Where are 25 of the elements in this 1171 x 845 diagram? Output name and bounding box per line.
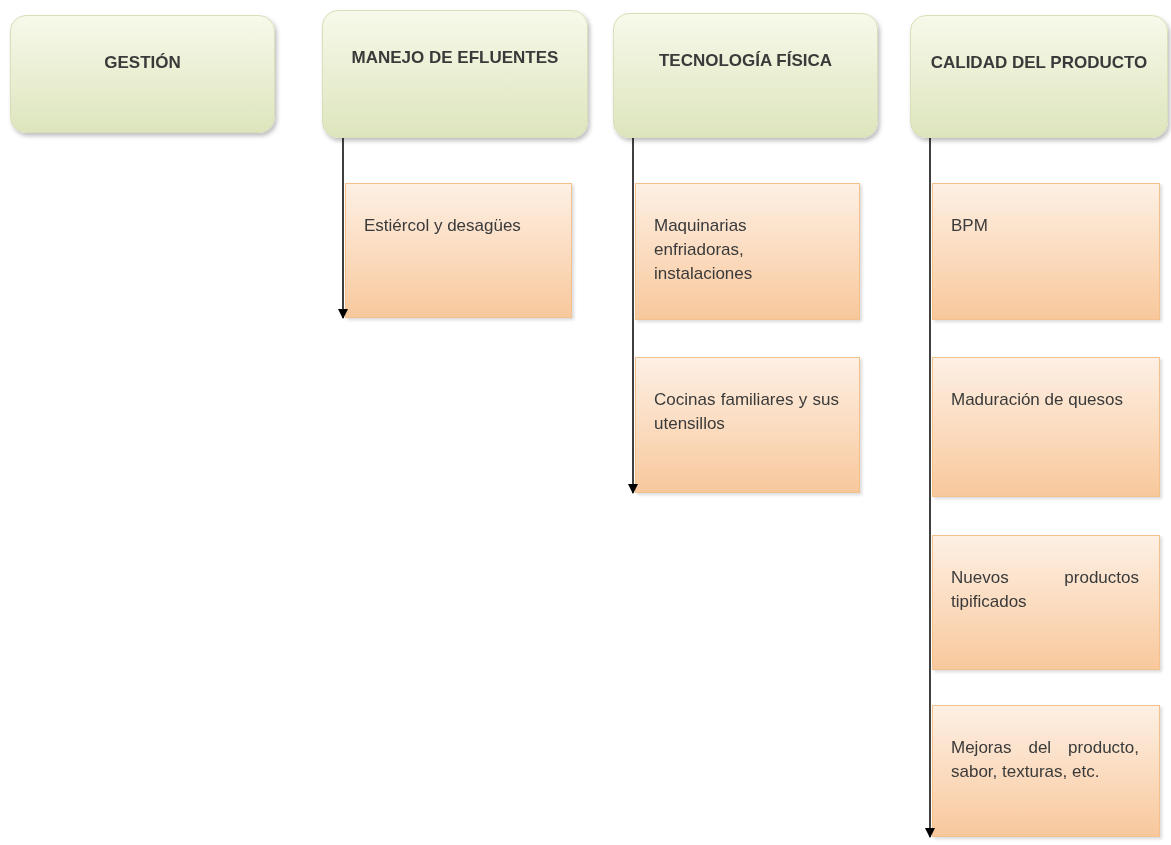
arrow: [925, 137, 935, 838]
arrow: [628, 137, 638, 494]
category-box: [10, 15, 275, 133]
item-box: [635, 183, 860, 320]
category-box: [322, 10, 588, 138]
item-text: Estiércol y desagües: [364, 215, 522, 237]
category-label: MANEJO DE EFLUENTES: [351, 47, 559, 69]
item-box: [932, 357, 1160, 497]
item-text: Cocinas familiares y sus utensillos: [654, 389, 839, 435]
item-text: Nuevos productos tipificados: [951, 567, 1139, 613]
item-box: [932, 705, 1160, 837]
item-box: [345, 183, 572, 318]
item-text: Maduración de quesos: [951, 389, 1124, 411]
arrow: [338, 137, 348, 319]
item-text: BPM: [951, 215, 989, 237]
item-text: Maquinarias enfriadoras, instalaciones: [654, 215, 754, 285]
category-label: GESTIÓN: [104, 52, 181, 74]
category-box: [910, 15, 1168, 138]
item-text: Mejoras del producto, sabor, texturas, etc.: [951, 737, 1139, 783]
item-box: [635, 357, 860, 493]
category-box: [613, 13, 878, 138]
category-label: TECNOLOGÍA FÍSICA: [658, 50, 833, 72]
item-box: [932, 535, 1160, 670]
item-box: [932, 183, 1160, 320]
category-label: CALIDAD DEL PRODUCTO: [930, 52, 1148, 74]
